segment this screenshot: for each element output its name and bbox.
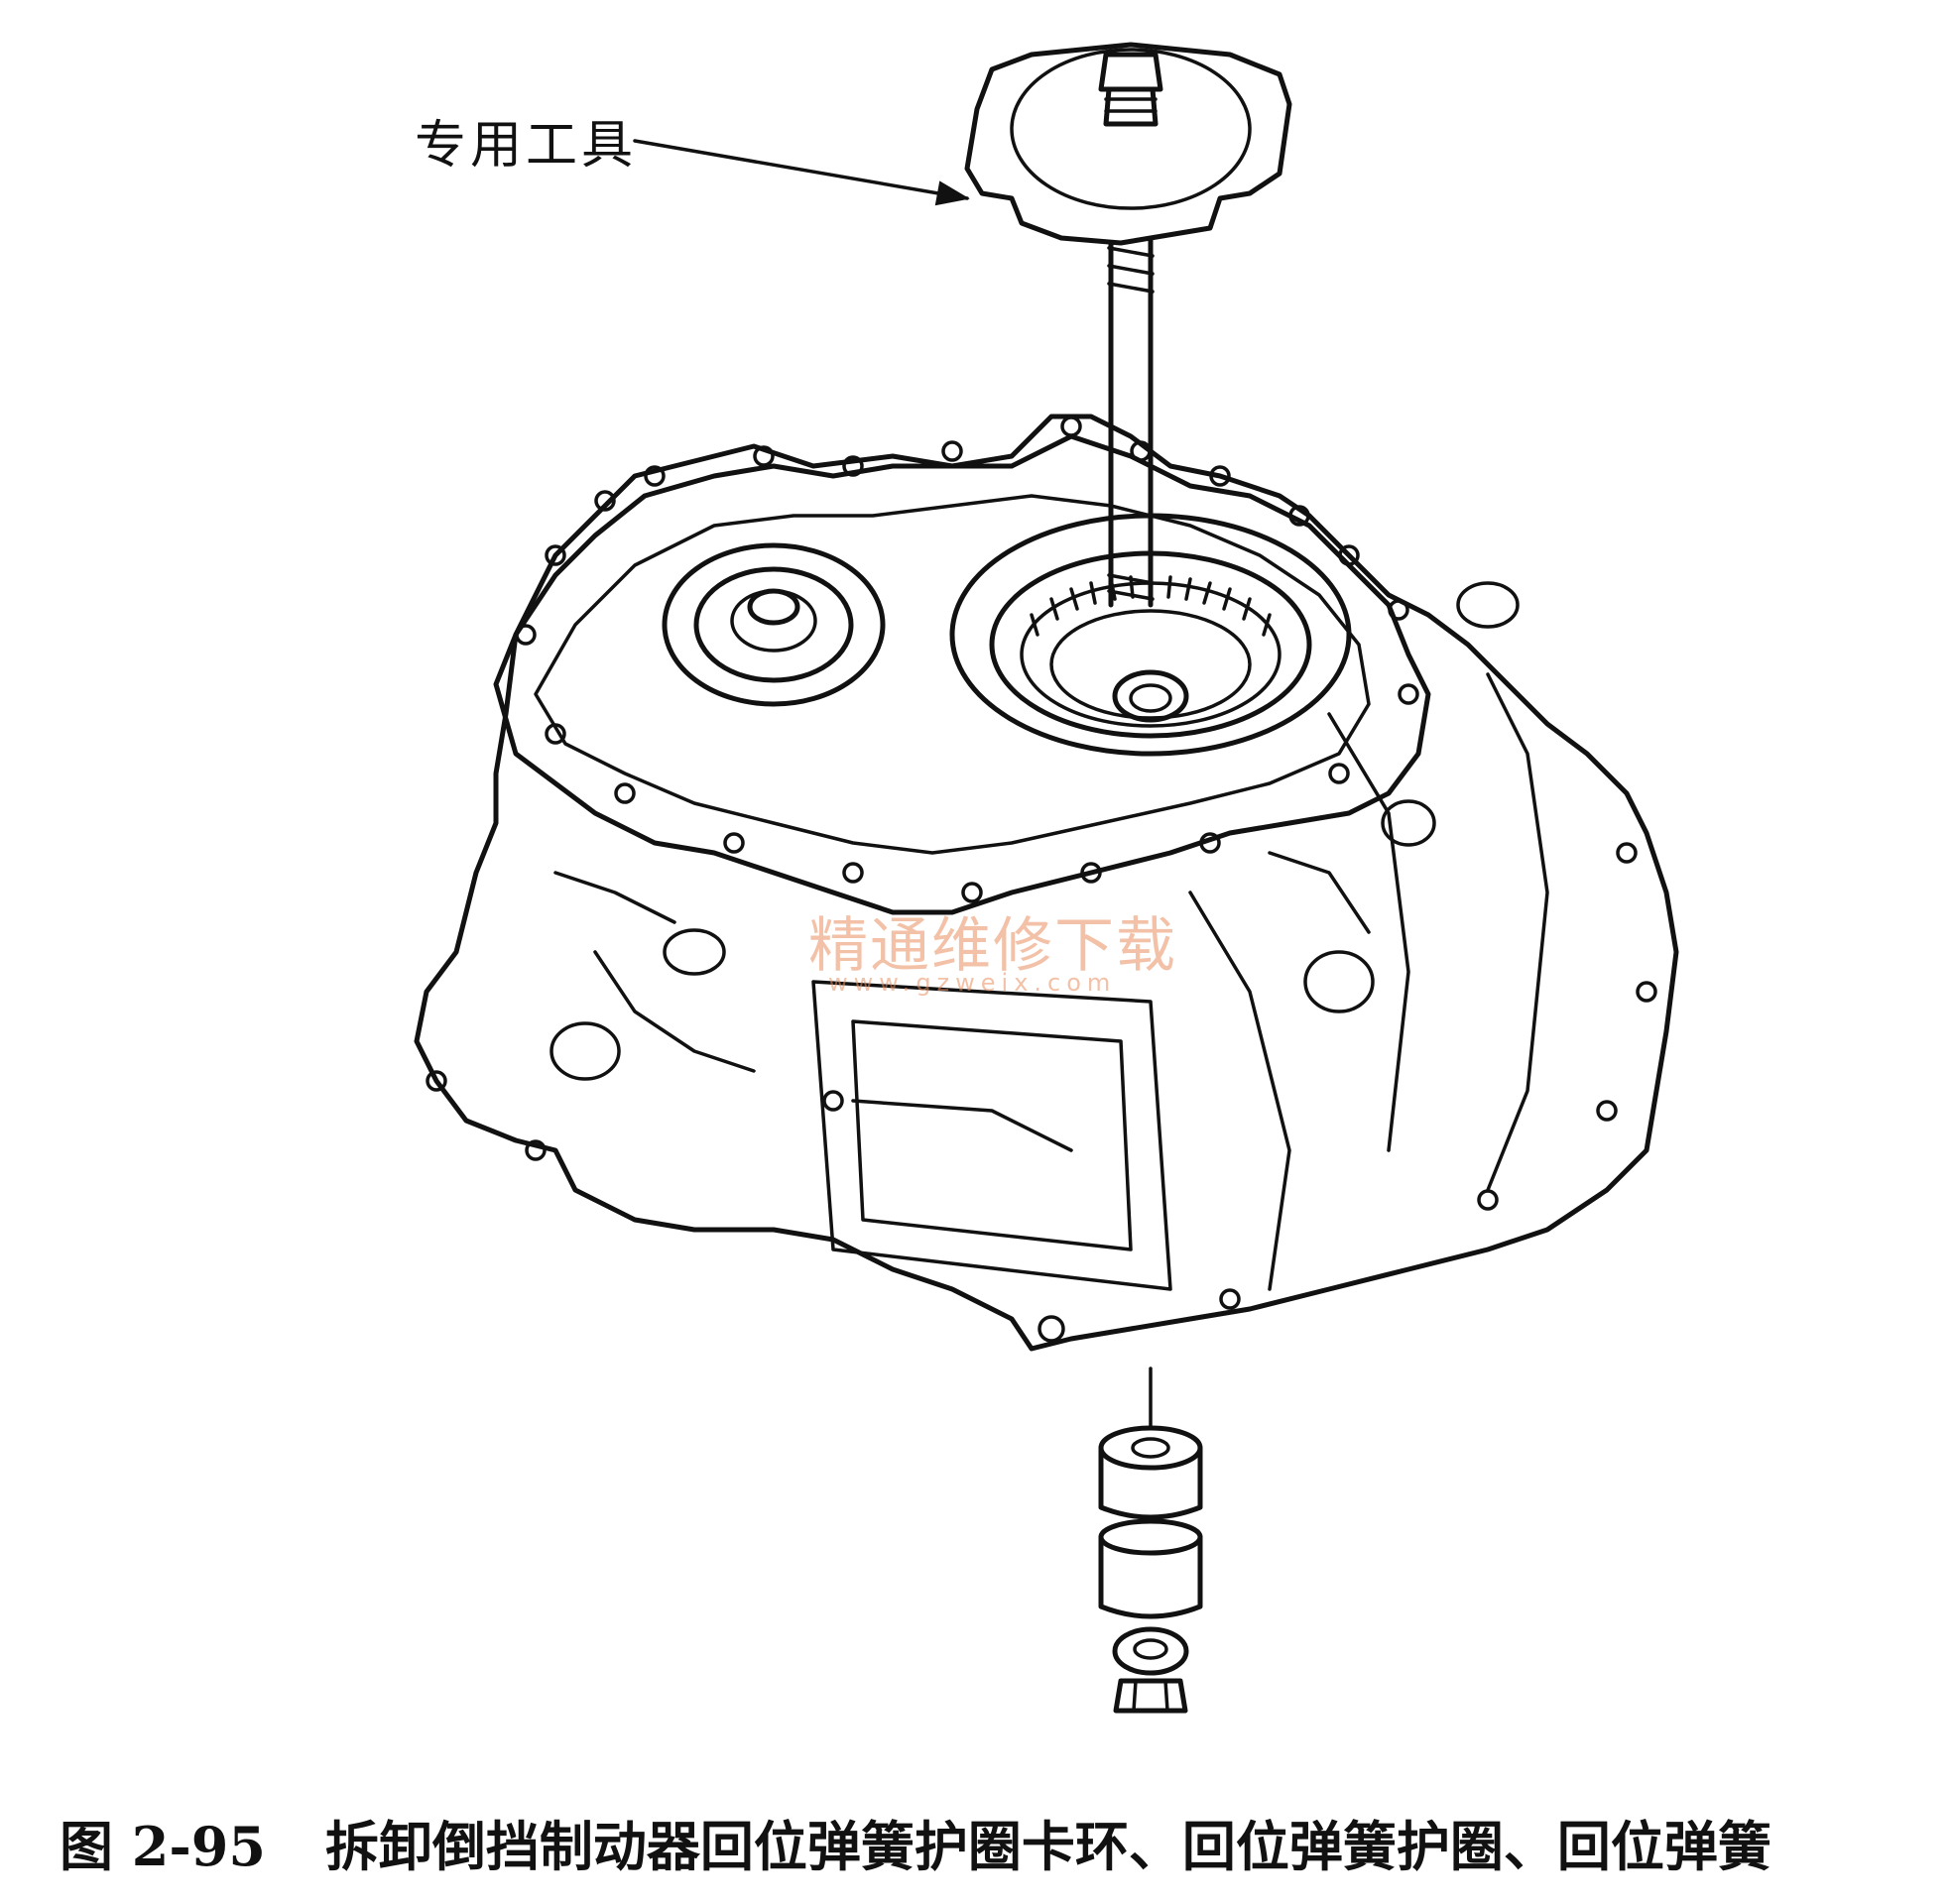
watermark-url: www.gzweix.com	[828, 969, 1117, 997]
figure-caption: 图 2-95 拆卸倒挡制动器回位弹簧护圈卡环、回位弹簧护圈、回位弹簧	[60, 1803, 1934, 1881]
removed-parts	[1098, 1367, 1203, 1714]
caption-text: 拆卸倒挡制动器回位弹簧护圈卡环、回位弹簧护圈、回位弹簧	[324, 1815, 1771, 1878]
watermark-text: 精通维修下载	[808, 911, 1177, 981]
caption-number: 图 2-95	[60, 1815, 266, 1878]
callout-label-special-tool: 专用工具	[415, 116, 638, 176]
transmission-case	[414, 414, 1679, 1352]
callout-arrow	[633, 139, 970, 206]
special-tool	[964, 42, 1292, 608]
